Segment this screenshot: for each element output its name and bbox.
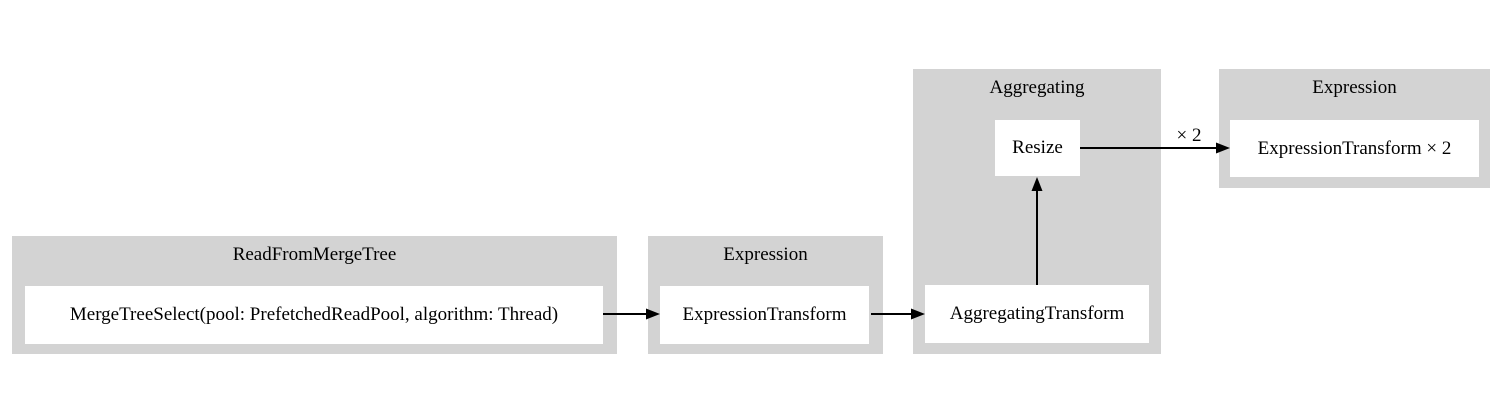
cluster-expression-2: Expression ExpressionTransform × 2 xyxy=(1219,69,1490,188)
node-label: MergeTreeSelect(pool: PrefetchedReadPool… xyxy=(69,304,559,325)
node-merge-tree-select: MergeTreeSelect(pool: PrefetchedReadPool… xyxy=(25,286,603,344)
cluster-title: Expression xyxy=(723,244,808,265)
cluster-expression-1: Expression ExpressionTransform xyxy=(648,236,883,354)
cluster-title: Aggregating xyxy=(989,77,1085,98)
cluster-title: ReadFromMergeTree xyxy=(232,244,397,265)
node-label: Resize xyxy=(1012,137,1063,158)
node-aggregating-transform: AggregatingTransform xyxy=(925,285,1149,343)
node-label: ExpressionTransform xyxy=(682,304,847,325)
edge-multiplicity-label: × 2 xyxy=(1177,125,1202,146)
cluster-title: Expression xyxy=(1312,77,1397,98)
node-label: AggregatingTransform xyxy=(949,303,1125,324)
cluster-aggregating: Aggregating Resize AggregatingTransform xyxy=(913,69,1161,354)
node-label: ExpressionTransform × 2 xyxy=(1257,137,1452,159)
node-expression-transform-x2: ExpressionTransform × 2 xyxy=(1230,120,1479,177)
node-expression-transform: ExpressionTransform xyxy=(660,286,869,344)
node-resize: Resize xyxy=(995,120,1080,176)
cluster-read-from-merge-tree: ReadFromMergeTree MergeTreeSelect(pool: … xyxy=(12,236,617,354)
